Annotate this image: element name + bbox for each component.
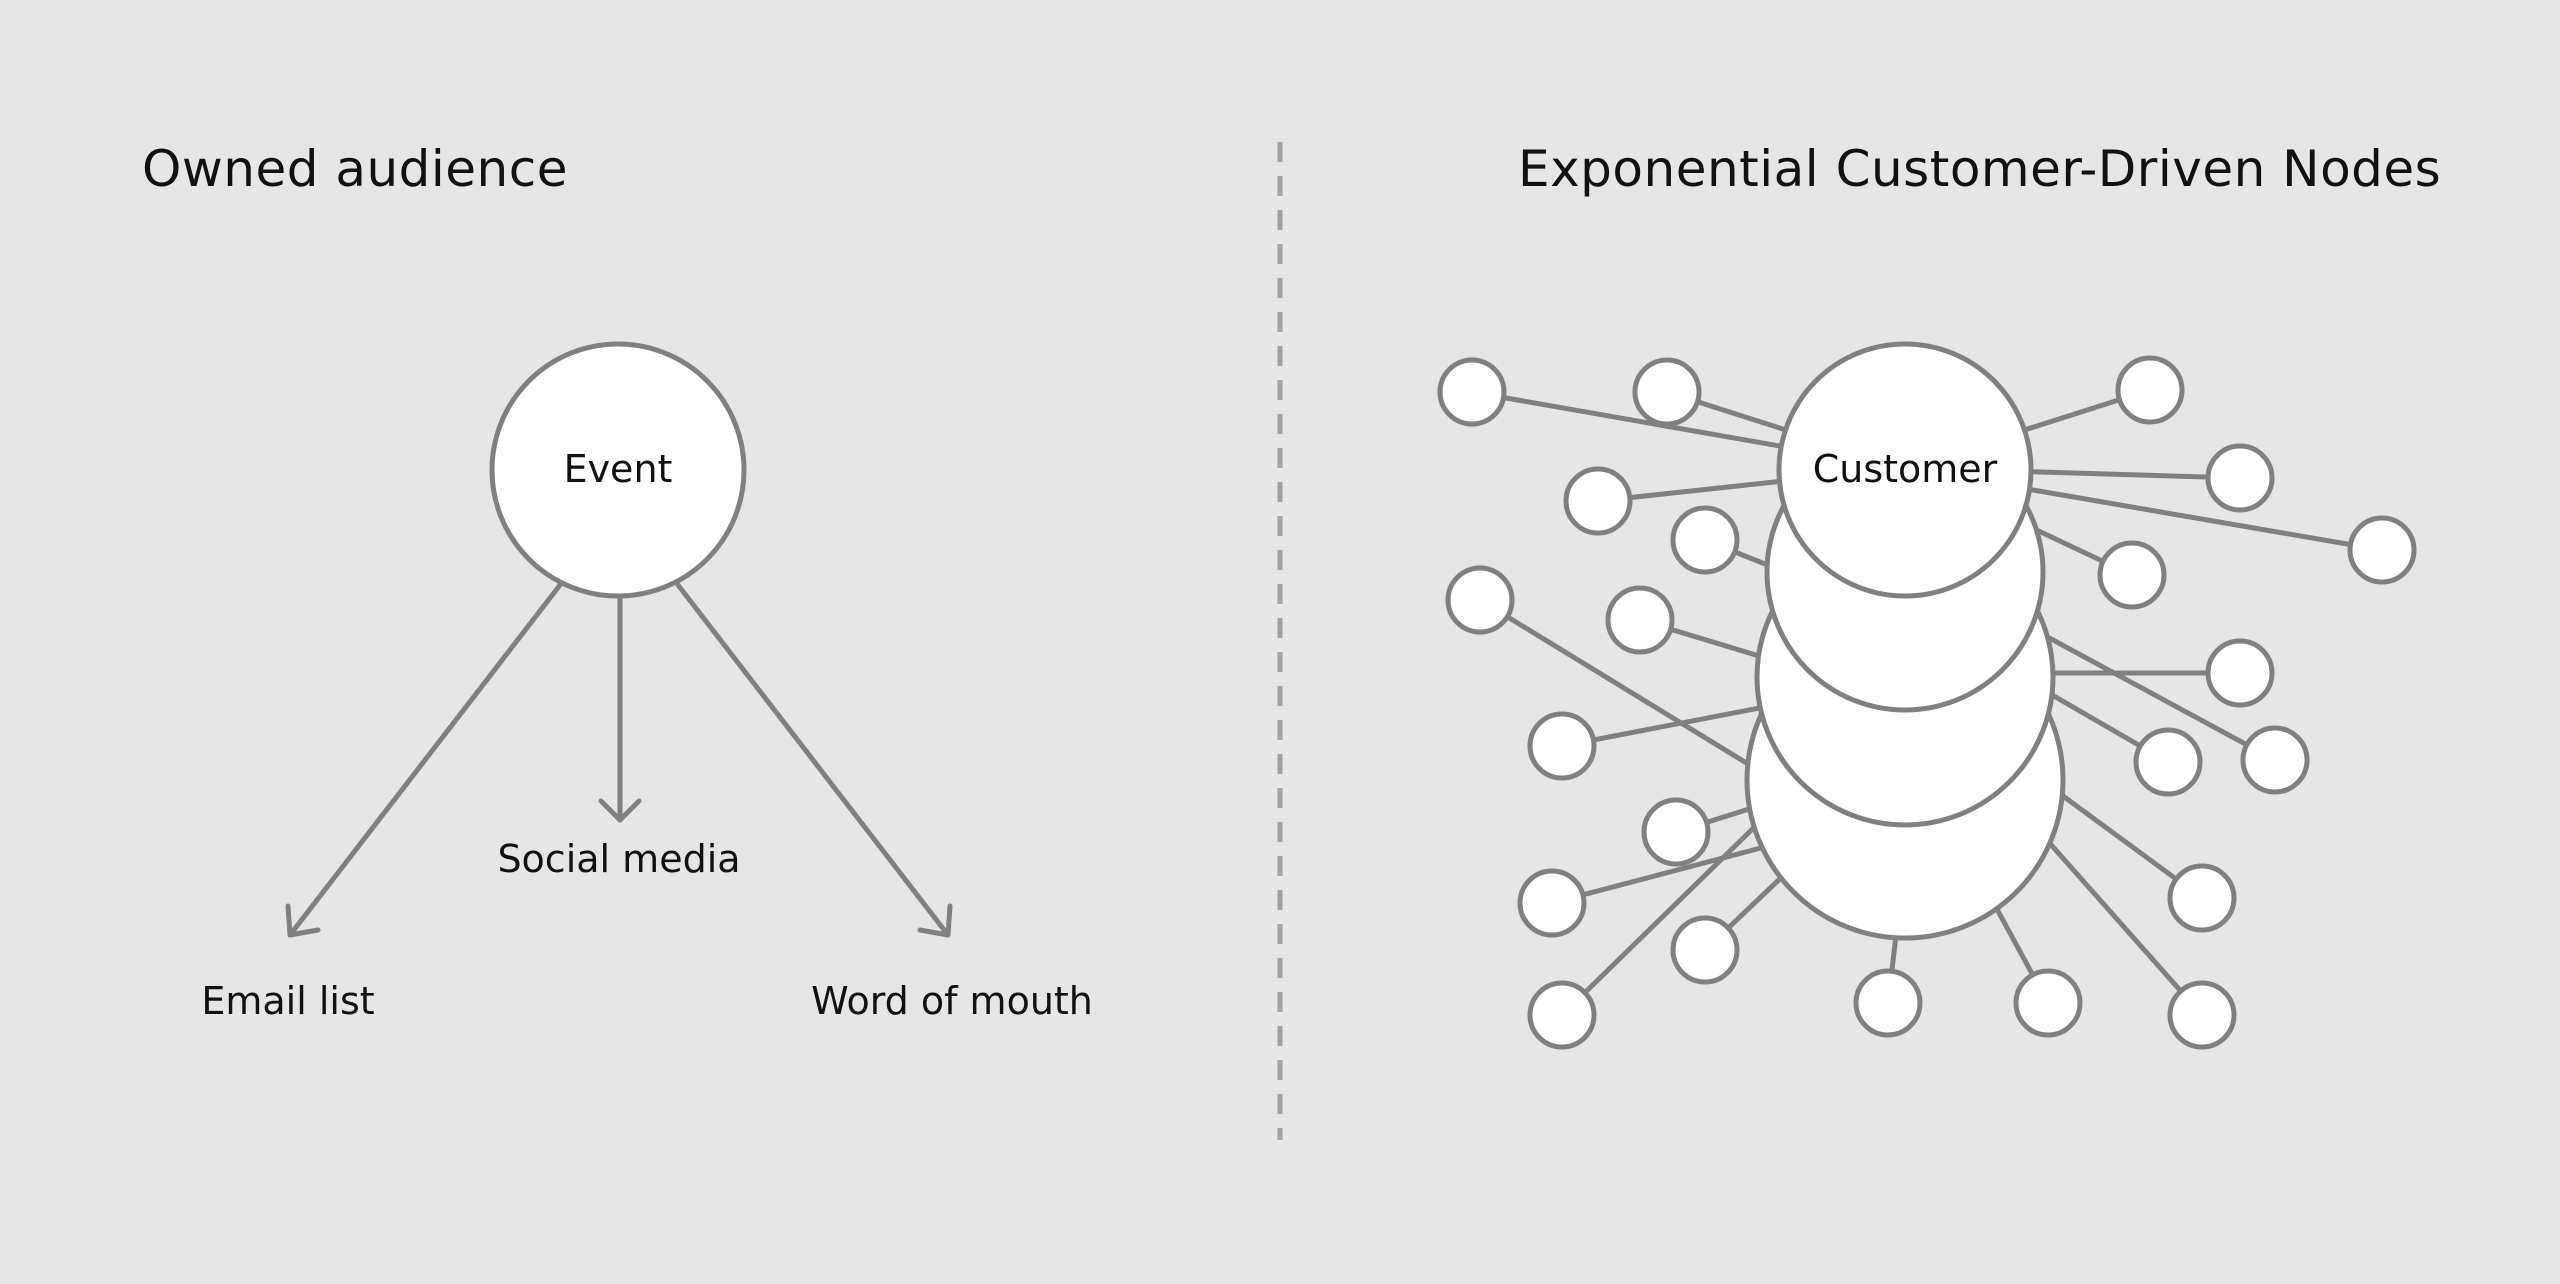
- branch-label-word-of-mouth: Word of mouth: [811, 979, 1093, 1023]
- satellite-node: [1632, 357, 1702, 427]
- customer-node: [1776, 341, 2034, 599]
- satellite-node: [1670, 915, 1740, 985]
- event-label: Event: [564, 447, 673, 491]
- owned-audience-title: Owned audience: [142, 140, 568, 198]
- satellite-node: [1641, 797, 1711, 867]
- satellite-node: [2133, 727, 2203, 797]
- owned-audience-diagram: [285, 341, 953, 938]
- customer-nodes-title: Exponential Customer-Driven Nodes: [1518, 140, 2442, 198]
- satellite-node: [2205, 638, 2275, 708]
- satellite-node: [1437, 357, 1507, 427]
- event-node: [489, 341, 747, 599]
- customer-network-diagram: [1437, 341, 2417, 1050]
- satellite-nodes: [1437, 355, 2417, 1050]
- satellite-node: [1445, 565, 1515, 635]
- branch-label-social-media: Social media: [497, 837, 740, 881]
- satellite-node: [1670, 505, 1740, 575]
- satellite-node: [2205, 443, 2275, 513]
- satellite-node: [1517, 868, 1587, 938]
- arrow-email-list: [287, 582, 563, 938]
- branch-label-email-list: Email list: [201, 979, 374, 1023]
- satellite-node: [1853, 968, 1923, 1038]
- satellite-node: [1527, 980, 1597, 1050]
- satellite-node: [2240, 725, 2310, 795]
- customer-label: Customer: [1813, 447, 1998, 491]
- satellite-node: [2097, 540, 2167, 610]
- satellite-node: [2167, 863, 2237, 933]
- satellite-node: [2167, 980, 2237, 1050]
- arrowhead-social-media: [598, 798, 642, 823]
- satellite-node: [2115, 355, 2185, 425]
- satellite-node: [1605, 585, 1675, 655]
- arrow-word-of-mouth: [675, 582, 951, 938]
- arrowhead-word-of-mouth: [917, 903, 953, 938]
- satellite-node: [1527, 711, 1597, 781]
- satellite-node: [2347, 515, 2417, 585]
- customer-stack: [1744, 341, 2066, 941]
- arrowhead-email-list: [285, 903, 321, 938]
- satellite-node: [1563, 466, 1633, 536]
- satellite-node: [2013, 968, 2083, 1038]
